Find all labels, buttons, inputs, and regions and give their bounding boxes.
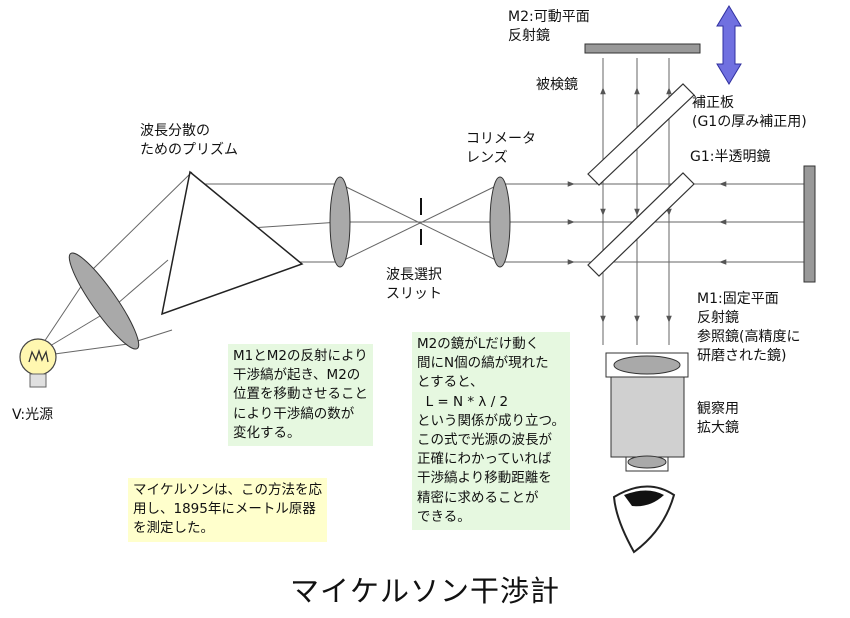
note-formula: M2の鏡がLだけ動く 間にN個の縞が現れた とすると、 L = N * λ / … — [412, 332, 570, 531]
lens-left — [329, 176, 351, 268]
mirror-m1 — [803, 165, 816, 283]
beam-splitter-g1 — [587, 172, 695, 277]
label-source: V:光源 — [12, 407, 54, 423]
compensator-plate — [587, 83, 695, 186]
note-michelson: マイケルソンは、この方法を応 用し、1895年にメートル原器 を測定した。 — [128, 478, 327, 542]
label-magnifier: 観察用 拡大鏡 — [697, 401, 739, 436]
label-test-mirror: 被検鏡 — [536, 77, 578, 93]
magnifier — [605, 352, 689, 472]
double-arrow-icon — [716, 5, 742, 85]
label-prism: 波長分散の ためのプリズム — [140, 123, 238, 158]
label-compensator: 補正板 (G1の厚み補正用) — [692, 95, 807, 130]
note-interference: M1とM2の反射により 干渉縞が起き、M2の 位置を移動させること により干渉縞… — [228, 344, 373, 447]
label-m1: M1:固定平面 反射鏡 参照鏡(高精度に 研磨された鏡) — [697, 291, 801, 364]
label-g1: G1:半透明鏡 — [690, 149, 771, 165]
eye-icon — [612, 485, 676, 554]
label-slit: 波長選択 スリット — [386, 267, 442, 302]
beam-rays — [189, 58, 805, 345]
light-bulb-icon — [19, 338, 57, 388]
dispersion-prism — [161, 170, 304, 316]
label-collimator: コリメータ レンズ — [466, 131, 536, 166]
label-m2: M2:可動平面 反射鏡 — [508, 9, 590, 44]
mirror-m2 — [584, 43, 701, 54]
page-title: マイケルソン干渉計 — [289, 574, 560, 608]
lens-right — [489, 176, 511, 268]
source-lens — [68, 252, 140, 350]
